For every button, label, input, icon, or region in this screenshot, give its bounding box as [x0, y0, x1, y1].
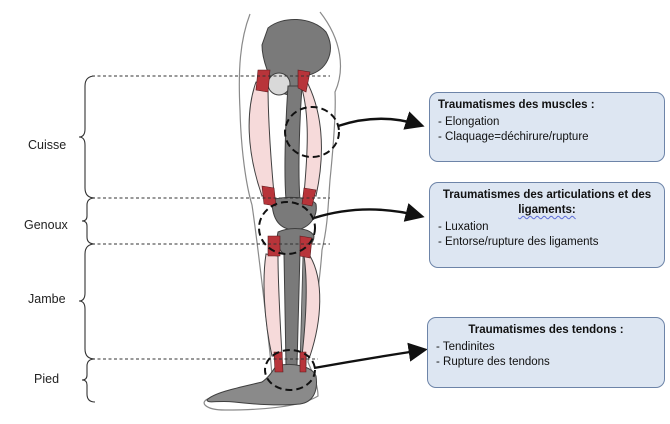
brace-pied: [81, 358, 96, 403]
tendons: [255, 69, 317, 373]
region-label-cuisse: Cuisse: [28, 138, 67, 152]
highlight-ankle: [264, 349, 316, 391]
thigh-muscle-back: [299, 79, 322, 197]
brace-cuisse: [78, 75, 96, 199]
list-item: Claquage=déchirure/rupture: [438, 130, 656, 145]
region-label-genoux: Genoux: [24, 218, 68, 232]
brace-genoux: [81, 197, 96, 245]
box-title-muscles: Traumatismes des muscles :: [438, 99, 595, 111]
box-list-muscles: Elongation Claquage=déchirure/rupture: [438, 115, 656, 145]
region-guide-lines: [92, 75, 330, 360]
leg-silhouette: [203, 11, 341, 411]
box-title-articulations-squiggle: ligaments:: [518, 204, 576, 216]
connector-arrows: [313, 111, 428, 370]
region-braces: [78, 75, 96, 403]
region-label-jambe: Jambe: [28, 292, 66, 306]
highlight-thigh: [284, 106, 340, 158]
info-box-muscles: Traumatismes des muscles : Elongation Cl…: [429, 92, 665, 162]
injury-highlights: [258, 106, 340, 391]
calf-muscle-front: [263, 253, 283, 357]
list-item: Luxation: [438, 220, 656, 235]
box-title-articulations: Traumatismes des articulations et des li…: [438, 188, 656, 218]
arrow-articulations: [313, 203, 425, 222]
info-box-articulations: Traumatismes des articulations et des li…: [429, 182, 665, 268]
list-item: Entorse/rupture des ligaments: [438, 235, 656, 250]
highlight-knee: [258, 201, 316, 255]
region-label-pied: Pied: [34, 372, 60, 386]
info-box-tendons: Traumatismes des tendons : Tendinites Ru…: [427, 317, 665, 388]
arrow-muscles: [337, 111, 425, 130]
list-item: Tendinites: [436, 340, 656, 355]
box-list-tendons: Tendinites Rupture des tendons: [436, 340, 656, 370]
box-list-articulations: Luxation Entorse/rupture des ligaments: [438, 220, 656, 250]
foot-bones: [206, 363, 317, 406]
box-title-tendons: Traumatismes des tendons :: [468, 324, 624, 336]
list-item: Rupture des tendons: [436, 355, 656, 370]
list-item: Elongation: [438, 115, 656, 130]
brace-jambe: [78, 243, 96, 360]
arrow-tendons: [313, 342, 428, 370]
box-title-articulations-main: Traumatismes des articulations et des: [442, 189, 652, 201]
thigh-muscle-front: [248, 81, 275, 197]
